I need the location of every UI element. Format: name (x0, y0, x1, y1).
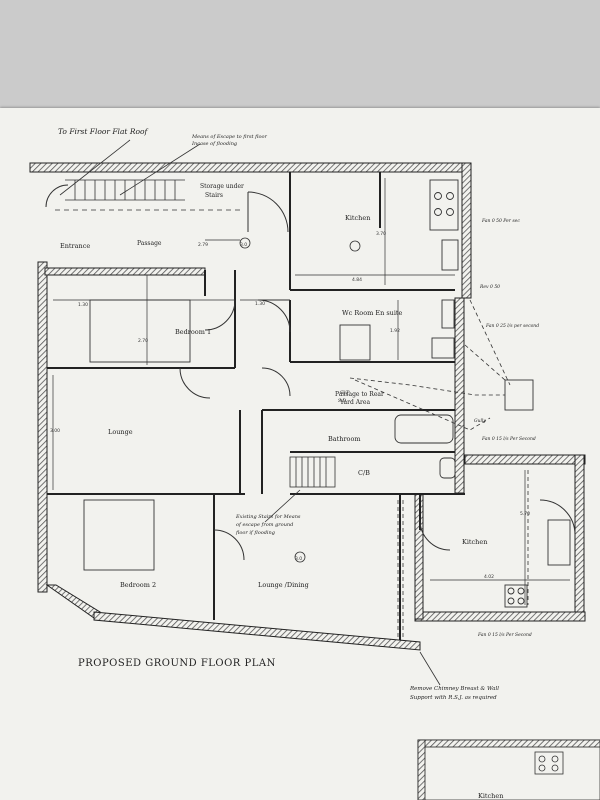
dimension-label: 4.84 (352, 277, 362, 283)
kitchen-top-label: Kitchen (345, 214, 370, 222)
existing-stairs-note-2: of escape from ground (236, 522, 293, 528)
door-swings (45, 184, 576, 561)
passage-rear-label: Passage to Rear (335, 391, 384, 398)
dimension-label: 4.02 (484, 574, 494, 580)
sd-note: S.D. (338, 398, 348, 404)
roof-annotation: To First Floor Flat Roof (58, 127, 149, 136)
background (0, 0, 600, 110)
dimension-label: 3.70 (376, 231, 386, 237)
bathroom-label: Bathroom (328, 435, 361, 443)
dimension-label: 1.92 (390, 328, 400, 334)
outer-walls (29, 162, 586, 651)
fan-note-3: Fan 0 15 l/s Per Second (481, 436, 536, 442)
wc-room-label: Wc Room En suite (342, 309, 403, 317)
kitchen-right-label: Kitchen (462, 538, 487, 546)
remove-chimney-note-1: Remove Chimney Breast & Wall (409, 686, 499, 692)
fan-note-4: Fan 0 15 l/s Per Second (477, 632, 532, 638)
entrance-label: Entrance (60, 242, 90, 250)
bedroom-1-label: Bedroom 1 (175, 328, 211, 336)
drainage-lines (349, 299, 529, 640)
room-number: 3.0 (295, 556, 302, 562)
passage-rear-label-line2: Yard Area (339, 399, 370, 406)
dimension-label: 2.70 (138, 338, 148, 344)
rev-note: Rev 0 50 (479, 284, 500, 290)
existing-stairs-note-3: floor if flooding (235, 530, 275, 536)
dimension-label: 3.00 (50, 428, 60, 434)
passage-label: Passage (137, 240, 162, 247)
lounge-dining-label: Lounge /Dining (258, 581, 309, 589)
stairs-cupboard (289, 456, 336, 488)
room-markers (239, 237, 361, 563)
remove-chimney-note-2: Support with R.S.J. as required (410, 695, 497, 701)
svp-note: SVP (340, 390, 350, 396)
plan-title: PROPOSED GROUND FLOOR PLAN (78, 658, 276, 669)
fan-note-2: Fan 0 25 l/s per second (485, 323, 539, 329)
means-escape-note-2: Incase of flooding (191, 141, 237, 147)
storage-label: Storage under (200, 183, 244, 190)
means-escape-note-1: Means of Escape to first floor (191, 134, 267, 140)
kitchen-bottom-label: Kitchen (478, 792, 503, 800)
leader-lines (59, 139, 441, 686)
lounge-label: Lounge (108, 428, 133, 436)
storage-label-line2: Stairs (205, 192, 223, 199)
dimension-label: 1.30 (78, 302, 88, 308)
existing-stairs-note-1: Existing Stairs for Means (235, 514, 301, 520)
gully-note: Gully (474, 418, 486, 424)
partial-plan-bottom-right: Kitchen (417, 739, 600, 800)
dimension-label: 2.79 (198, 242, 208, 248)
stairs-top (55, 179, 240, 211)
fan-note-1: Fan 0 50 Per sec (481, 218, 520, 224)
dimension-label: 5.70 (520, 511, 530, 517)
bedroom-2-label: Bedroom 2 (120, 581, 156, 589)
drawing-sheet (0, 108, 600, 800)
cupboard-label: C/B (358, 469, 370, 477)
dimension-lines (52, 178, 570, 605)
dimension-label: 1.30 (255, 301, 265, 307)
room-number: 3.0 (240, 242, 247, 248)
